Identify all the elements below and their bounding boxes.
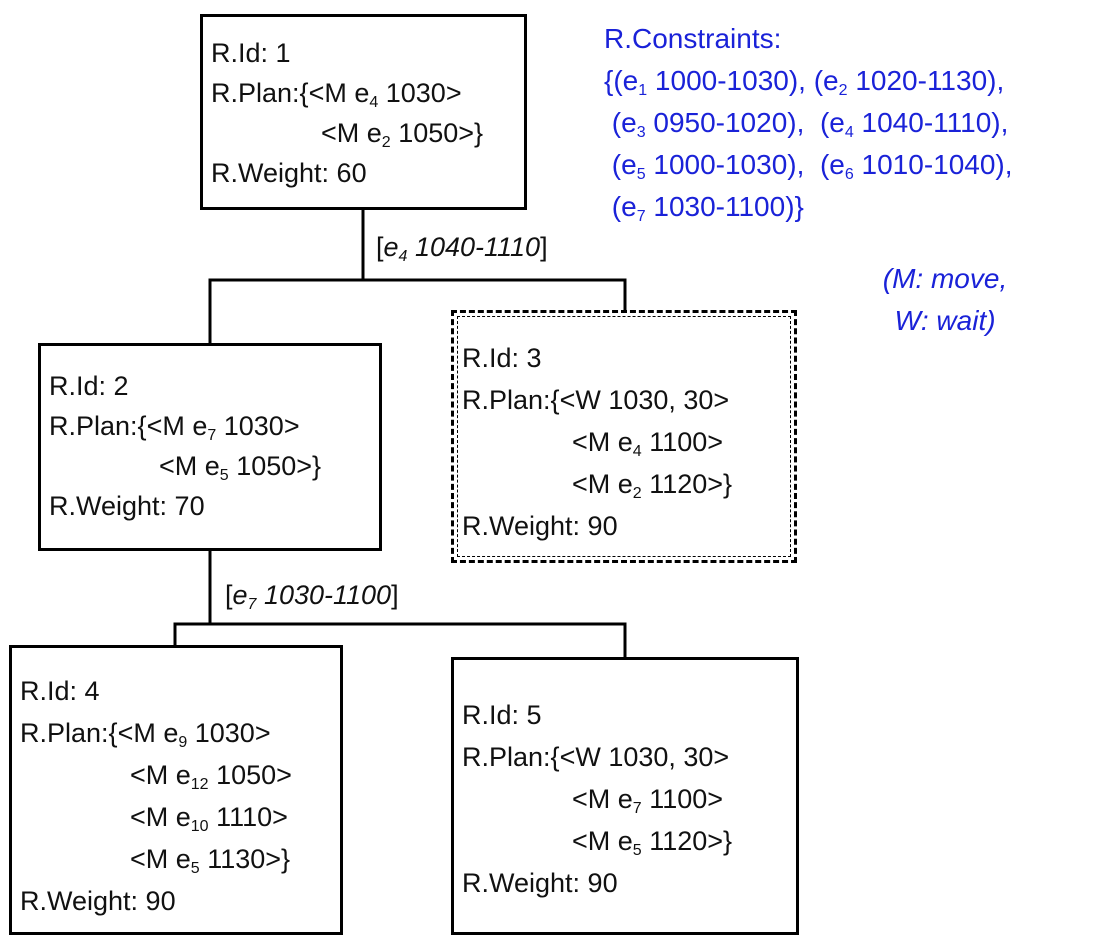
node-4-plan-line-4: <M e5 1130>} bbox=[130, 844, 291, 877]
constraints-line-4: (e7 1030-1100)} bbox=[604, 191, 804, 225]
legend-wait: W: wait) bbox=[894, 305, 996, 336]
node-5-plan-line-1: R.Plan:{<W 1030, 30> bbox=[462, 742, 730, 772]
node-3-plan-line-1: R.Plan:{<W 1030, 30> bbox=[462, 385, 730, 415]
node-4: R.Id: 4 R.Plan:{<M e9 1030> <M e12 1050>… bbox=[9, 645, 343, 935]
node-2-plan-line-1: R.Plan:{<M e7 1030> bbox=[49, 411, 300, 444]
edge-1-to-2 bbox=[208, 208, 365, 343]
node-5-plan-line-2: <M e7 1100> bbox=[572, 784, 724, 817]
edge-1-to-3 bbox=[363, 278, 627, 310]
edge-label-2: [e7 1030-1100] bbox=[225, 580, 399, 613]
node-5: R.Id: 5 R.Plan:{<W 1030, 30> <M e7 1100>… bbox=[451, 657, 799, 935]
node-1: R.Id: 1 R.Plan:{<M e4 1030> <M e2 1050>}… bbox=[200, 14, 527, 210]
node-4-plan-line-1: R.Plan:{<M e9 1030> bbox=[20, 718, 271, 751]
node-5-id: R.Id: 5 bbox=[462, 700, 542, 730]
node-5-weight: R.Weight: 90 bbox=[462, 868, 618, 898]
node-4-plan-line-3: <M e10 1110> bbox=[130, 802, 288, 835]
constraints-line-2: (e3 0950-1020), (e4 1040-1110), bbox=[604, 107, 1009, 141]
constraints-title: R.Constraints: bbox=[604, 23, 782, 54]
node-3: R.Id: 3 R.Plan:{<W 1030, 30> <M e4 1100>… bbox=[451, 310, 797, 563]
node-4-id: R.Id: 4 bbox=[20, 676, 100, 706]
node-1-id: R.Id: 1 bbox=[211, 38, 291, 68]
constraints-line-1: {(e1 1000-1030), (e2 1020-1130), bbox=[604, 65, 1005, 99]
legend-move: (M: move, bbox=[882, 263, 1008, 294]
node-1-plan-line-1: R.Plan:{<M e4 1030> bbox=[211, 78, 462, 111]
node-2-id: R.Id: 2 bbox=[49, 371, 129, 401]
edge-2-to-4 bbox=[173, 550, 212, 646]
node-4-weight: R.Weight: 90 bbox=[20, 886, 176, 916]
edge-label-1: [e4 1040-1110] bbox=[376, 232, 548, 265]
node-3-plan-line-2: <M e4 1100> bbox=[572, 427, 724, 460]
node-3-weight: R.Weight: 90 bbox=[462, 511, 618, 541]
constraints-line-3: (e5 1000-1030), (e6 1010-1040), bbox=[604, 149, 1013, 183]
node-3-plan-line-3: <M e2 1120>} bbox=[572, 469, 733, 502]
legend: (M: move, W: wait) bbox=[860, 258, 1030, 342]
node-2-plan-line-2: <M e5 1050>} bbox=[159, 451, 322, 484]
node-3-id: R.Id: 3 bbox=[462, 343, 542, 373]
node-2: R.Id: 2 R.Plan:{<M e7 1030> <M e5 1050>}… bbox=[38, 343, 382, 551]
node-1-weight: R.Weight: 60 bbox=[211, 158, 367, 188]
edge-2-to-5 bbox=[210, 622, 627, 658]
node-2-weight: R.Weight: 70 bbox=[49, 491, 205, 521]
node-1-plan-line-2: <M e2 1050>} bbox=[321, 118, 484, 151]
node-4-plan-line-2: <M e12 1050> bbox=[130, 760, 292, 793]
node-5-plan-line-3: <M e5 1120>} bbox=[572, 826, 733, 859]
constraints-annotation: R.Constraints: {(e1 1000-1030), (e2 1020… bbox=[604, 18, 1013, 228]
